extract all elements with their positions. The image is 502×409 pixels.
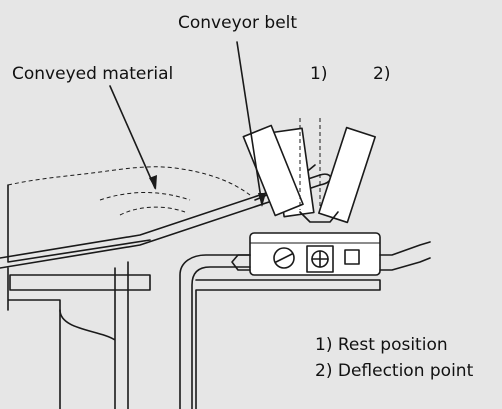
support-frame <box>7 267 151 409</box>
paddle-dashed-outline <box>299 118 321 210</box>
conveyed-material-body <box>7 184 151 263</box>
label-conveyed-material: Conveyed material <box>12 64 173 84</box>
label-marker-2: 2) <box>373 64 390 84</box>
label-conveyor-belt: Conveyor belt <box>178 13 297 33</box>
leader-conveyor-belt <box>236 41 263 206</box>
legend-deflection-point: 2) Deflection point <box>315 361 474 381</box>
conveyor-belt-lower <box>0 184 321 269</box>
conveyed-material-texture <box>99 192 191 216</box>
sensor-housing <box>249 232 381 276</box>
leader-conveyor-belt-arrow <box>258 193 266 207</box>
leader-conveyed-material-arrow <box>149 175 157 190</box>
bracket-plate <box>195 279 381 409</box>
paddle-pivot <box>299 211 339 223</box>
mounting-bracket <box>179 254 251 409</box>
sensor-paddle-deflected <box>242 124 304 217</box>
leader-conveyed-material <box>109 85 156 189</box>
conveyed-material-outline <box>7 166 251 196</box>
legend-rest-position: 1) Rest position <box>315 335 448 355</box>
label-marker-1: 1) <box>310 64 327 84</box>
cable-right <box>379 241 431 271</box>
support-post <box>59 261 129 409</box>
